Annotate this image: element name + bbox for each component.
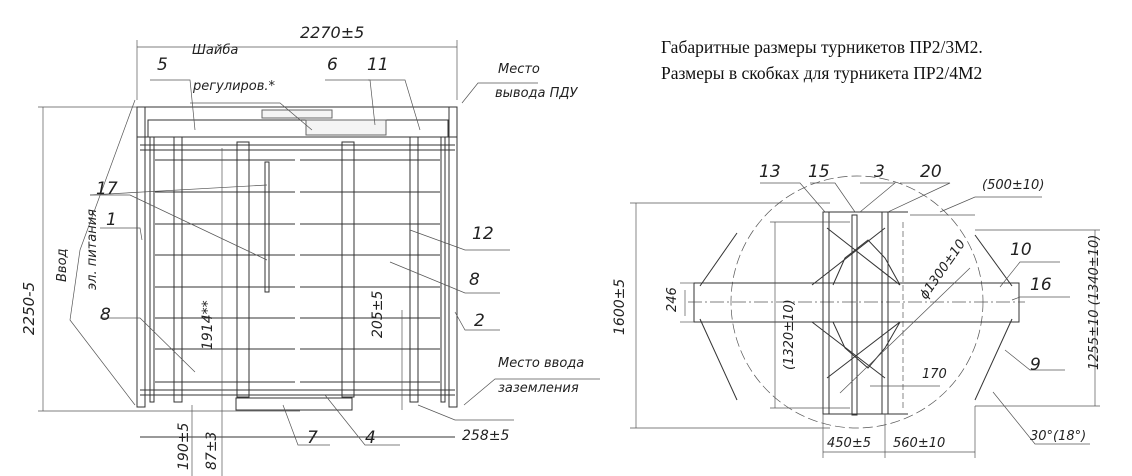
top-view-label-4: (500±10) — [982, 178, 1044, 193]
front-view-label-21: 7 — [307, 428, 318, 448]
front-view-label-14: Ввод — [55, 248, 70, 282]
top-view-label-12: 170 — [922, 367, 947, 382]
top-view-label-16: 560±10 — [893, 436, 945, 451]
front-view-label-24: 190±5 — [176, 423, 192, 470]
front-view-label-23: 258±5 — [462, 428, 509, 444]
front-view-label-15: эл. питания — [85, 209, 100, 290]
front-view-label-13: 2 — [474, 311, 485, 331]
front-view-label-1: Шайба — [192, 43, 238, 58]
front-view-label-10: 8 — [469, 270, 480, 290]
front-view-label-11: 1 — [106, 210, 117, 230]
front-view-label-20: заземления — [498, 381, 579, 396]
front-view-label-18: 205±5 — [370, 291, 386, 338]
front-view-label-17: 1914** — [200, 300, 216, 350]
top-view-label-1: 15 — [808, 162, 830, 182]
front-view-label-2: регулиров.* — [192, 79, 276, 94]
front-view — [38, 40, 600, 476]
caption-line-1: Габаритные размеры турникетов ПР2/3М2. — [661, 37, 983, 57]
front-view-label-16: 2250-5 — [20, 282, 38, 335]
front-view-label-12: 8 — [100, 305, 111, 325]
front-view-label-8: 17 — [96, 179, 118, 199]
top-view — [630, 175, 1100, 458]
top-view-label-15: 450±5 — [827, 436, 871, 451]
front-view-label-6: Место — [498, 62, 540, 77]
top-view-label-7: 9 — [1030, 355, 1041, 375]
top-view-label-8: 1600±5 — [612, 279, 628, 335]
front-view-label-25: 87±3 — [204, 432, 220, 470]
front-view-label-22: 4 — [365, 428, 376, 448]
front-view-label-5: 11 — [367, 55, 389, 75]
front-view-label-19: Место ввода — [498, 356, 584, 371]
top-view-label-10: (1320±10) — [782, 299, 797, 370]
front-view-label-0: 2270±5 — [300, 23, 364, 42]
top-view-label-3: 20 — [920, 162, 942, 182]
top-view-label-9: 246 — [665, 287, 680, 312]
front-view-label-4: 6 — [327, 55, 338, 75]
front-view-label-3: 5 — [157, 55, 168, 75]
top-view-label-14: 30°(18°) — [1030, 429, 1086, 444]
front-view-label-7: вывода ПДУ — [495, 86, 579, 101]
top-view-label-11: ϕ1300±10 — [917, 237, 969, 302]
top-view-label-5: 10 — [1010, 240, 1032, 260]
front-view-label-9: 12 — [472, 224, 494, 244]
top-view-label-0: 13 — [759, 162, 781, 182]
top-view-label-13: 1255±10 (1340±10) — [1087, 235, 1102, 370]
top-view-label-6: 16 — [1030, 275, 1052, 295]
caption-line-2: Размеры в скобках для турникета ПР2/4М2 — [661, 63, 983, 83]
top-view-label-2: 3 — [874, 162, 885, 182]
